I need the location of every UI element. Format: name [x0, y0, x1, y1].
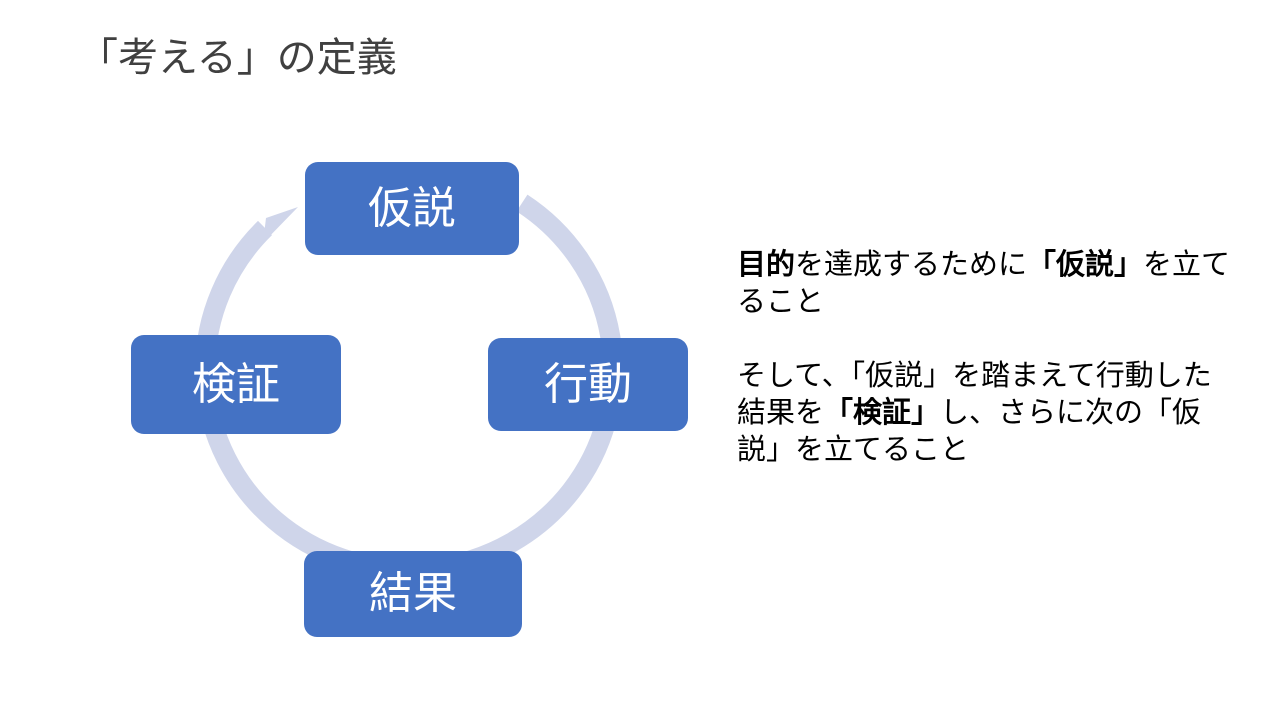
cycle-node-label: 検証	[192, 358, 280, 410]
cycle-node-label: 仮説	[368, 182, 456, 234]
cycle-node-hypothesis: 仮説	[305, 162, 519, 255]
cycle-node-label: 行動	[544, 358, 632, 410]
cycle-node-verification: 検証	[131, 335, 341, 434]
definition-text: 目的を達成するために「仮説」を立てること そして、「仮説」を踏まえて行動した結果…	[737, 246, 1237, 468]
definition-paragraph-1: 目的を達成するために「仮説」を立てること	[737, 246, 1237, 320]
cycle-node-action: 行動	[488, 338, 688, 431]
paragraph-gap	[737, 320, 1237, 357]
cycle-arrowhead	[263, 207, 298, 243]
definition-text-span: そして、「仮説」を踏まえて行動した結果を	[737, 358, 1212, 429]
slide-title: 「考える」の定義	[78, 35, 397, 81]
definition-text-span: を立てること	[737, 247, 1231, 318]
definition-text-span: し、さらに次の「仮説」を立てること	[737, 395, 1202, 466]
definition-paragraph-2: そして、「仮説」を踏まえて行動した結果を「検証」し、さらに次の「仮説」を立てるこ…	[737, 357, 1237, 468]
definition-text-span: を達成するために	[795, 247, 1028, 281]
emphasis-purpose: 目的	[737, 247, 796, 281]
cycle-node-label: 結果	[369, 568, 457, 619]
emphasis-hypothesis: 「仮説」	[1027, 247, 1144, 281]
cycle-node-result: 結果	[304, 551, 522, 637]
emphasis-verification: 「検証」	[824, 395, 941, 429]
